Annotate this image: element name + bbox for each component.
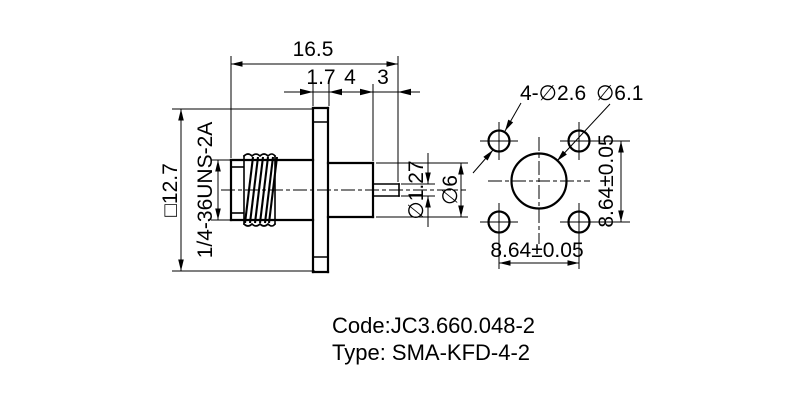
dim-label-hole-spacing-horizontal: 8.64±0.05 xyxy=(490,239,583,262)
dim-label-barrel-diameter: ∅6 xyxy=(439,175,462,205)
dim-label-mounting-holes: 4-∅2.6 xyxy=(520,82,586,105)
thread-crest-top xyxy=(242,153,277,158)
side-extension-lines xyxy=(172,56,468,272)
dim-label-barrel-length: 4 xyxy=(344,66,356,89)
dim-label-pin-diameter: ∅1.27 xyxy=(405,160,428,219)
dim-label-flange-square: □12.7 xyxy=(159,163,182,217)
front-view: 4-∅2.6 ∅6.1 8.64±0.05 8.64±0.05 xyxy=(472,82,644,269)
thread-spec-label: 1/4-36UNS-2A xyxy=(194,122,217,259)
mounting-holes-leader-lower xyxy=(472,149,494,174)
hole-crosshairs xyxy=(480,122,598,241)
part-type-text: Type: SMA-KFD-4-2 xyxy=(332,340,530,365)
dim-label-total-length: 16.5 xyxy=(293,38,334,61)
dim-label-center-hole: ∅6.1 xyxy=(596,82,644,105)
dim-label-flange-thickness: 1.7 xyxy=(306,66,335,89)
front-dimension-lines xyxy=(499,141,624,266)
dim-label-hole-spacing-vertical: 8.64±0.05 xyxy=(595,134,618,227)
part-code-text: Code:JC3.660.048-2 xyxy=(332,313,535,338)
center-hole-leader xyxy=(556,103,611,162)
side-view: 16.5 1.7 4 3 □12.7 1/4-36UNS-2A ∅1.27 ∅6 xyxy=(159,38,468,274)
thread-crest-bottom xyxy=(242,222,277,227)
mounting-holes-leader-upper xyxy=(504,102,522,132)
dim-label-pin-length: 3 xyxy=(377,66,389,89)
leader-lines xyxy=(472,102,611,174)
side-dimension-lines xyxy=(178,61,464,271)
front-centerlines xyxy=(488,137,590,244)
caption-block: Code:JC3.660.048-2 Type: SMA-KFD-4-2 xyxy=(332,313,535,365)
